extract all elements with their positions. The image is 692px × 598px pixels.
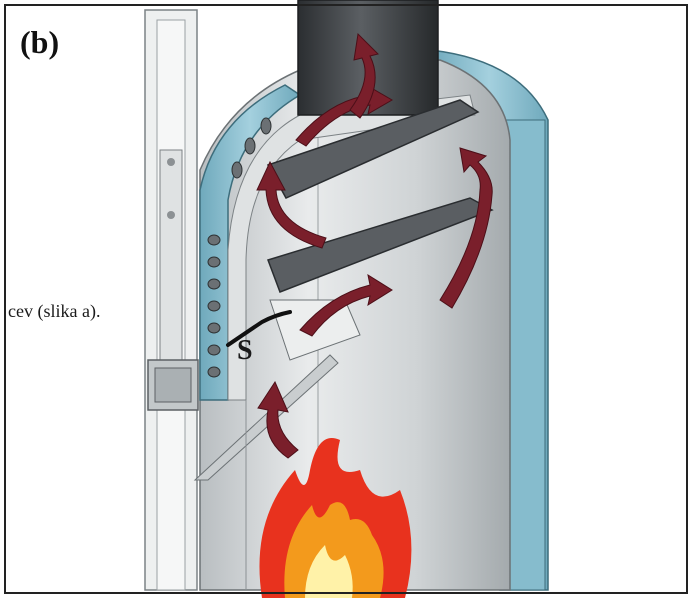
outer-shell-wall: [504, 119, 546, 591]
air-valve-label: S: [237, 335, 253, 366]
curved-arrow-icon: [257, 380, 299, 459]
curved-arrow-icon: [349, 32, 379, 119]
lower-baffle-plate: [267, 197, 494, 293]
curved-arrow-icon: [299, 273, 393, 337]
combustion-chamber-wall: [227, 94, 476, 401]
air-valve-lever: [226, 310, 292, 347]
curved-arrow-icon: [439, 147, 493, 309]
secondary-air-holes: [207, 117, 272, 378]
panel-label: (b): [20, 24, 60, 60]
flame-icon: [259, 438, 412, 598]
airflow-arrows: [256, 32, 493, 459]
hinge-pin-mid: [167, 211, 175, 219]
caption-fragment: cev (slika a).: [6, 301, 103, 323]
door-latch-inner: [154, 367, 192, 403]
hinge-pin-top: [167, 158, 175, 166]
curved-arrow-icon: [256, 160, 327, 249]
figure-border: [4, 4, 688, 594]
